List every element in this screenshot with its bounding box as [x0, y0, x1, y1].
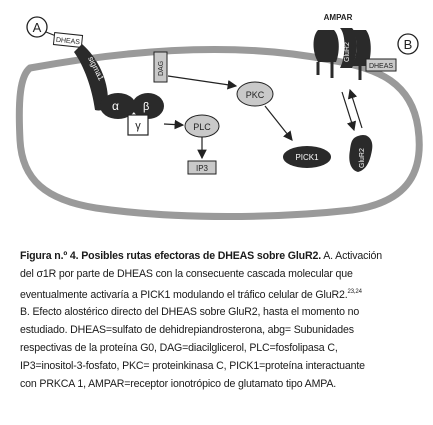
- caption-line3-text: eventualmente activaría a PICK1 moduland…: [20, 288, 348, 301]
- caption-line-7: IP3=inositol-3-fosfato, PKC= proteinkina…: [20, 359, 365, 372]
- ampar-receptor: [313, 28, 371, 80]
- caption-line-3: eventualmente activaría a PICK1 moduland…: [20, 284, 420, 305]
- svg-text:DHEAS: DHEAS: [55, 37, 80, 47]
- plc-label: PLC: [193, 122, 211, 132]
- caption-line-4: B. Efecto alostérico directo del DHEAS s…: [20, 306, 360, 319]
- beta-label: β: [143, 101, 149, 113]
- pkc-label: PKC: [246, 90, 265, 100]
- pick1-protein: [283, 146, 331, 168]
- ip3-label: IP3: [196, 164, 209, 173]
- dheas-ligand-left: DHEAS: [52, 32, 84, 48]
- arrow-pkc-to-pick1: [264, 105, 293, 141]
- arrow-traffic-up: [347, 88, 363, 129]
- signaling-diagram: A DHEAS sigma1 α β γ DAG PLC IP3 PKC PIC…: [15, 13, 423, 220]
- caption-line-5: estudiado. DHEAS=sulfato de dehidrepiand…: [20, 324, 354, 337]
- caption-line1-rest: A. Activación: [323, 250, 382, 262]
- figure-label: Figura n.º 4.: [20, 250, 79, 262]
- dag-box: [153, 51, 168, 83]
- g-gamma-subunit: [127, 114, 149, 136]
- panel-a-circle: [26, 16, 48, 38]
- caption-line-2: del σ1R por parte de DHEAS con la consec…: [20, 267, 353, 280]
- caption-line-6: respectivas de la proteína G0, DAG=diaci…: [20, 341, 338, 354]
- caption-line-1: Figura n.º 4. Posibles rutas efectoras d…: [20, 248, 420, 266]
- glur2-internal: [349, 134, 373, 172]
- dag-label: DAG: [158, 61, 165, 76]
- gamma-label: γ: [135, 120, 141, 132]
- panel-a-letter: A: [33, 20, 42, 35]
- dheas-right-label: DHEAS: [369, 63, 393, 70]
- ampar-label: AMPAR: [324, 13, 353, 22]
- arrow-dag-to-pkc: [167, 75, 238, 90]
- glur2-membrane-label: GluR2: [344, 42, 351, 62]
- glur2-internal-label: GluR2: [359, 148, 366, 168]
- arrow-g-to-plc: [163, 119, 185, 130]
- panel-b-circle: [397, 33, 419, 55]
- reference-superscript: 23,24: [347, 288, 362, 295]
- panel-b-letter: B: [404, 37, 413, 52]
- pkc-enzyme: [236, 81, 274, 107]
- sigma1-receptor: [74, 44, 108, 111]
- g-beta-subunit: [132, 93, 164, 119]
- alpha-label: α: [112, 99, 119, 113]
- arrow-traffic-down: [341, 91, 357, 132]
- cell-membrane: [15, 46, 423, 220]
- pick1-label: PICK1: [295, 153, 319, 162]
- ip3-box: [187, 160, 217, 175]
- caption-line-8: con PRKCA 1, AMPAR=receptor ionotrópico …: [20, 377, 337, 390]
- g-alpha-subunit: [100, 93, 136, 119]
- figure-title: Posibles rutas efectoras de DHEAS sobre …: [81, 250, 322, 262]
- figure-caption: Figura n.º 4. Posibles rutas efectoras d…: [20, 248, 420, 393]
- dheas-ligand-right: [365, 58, 397, 72]
